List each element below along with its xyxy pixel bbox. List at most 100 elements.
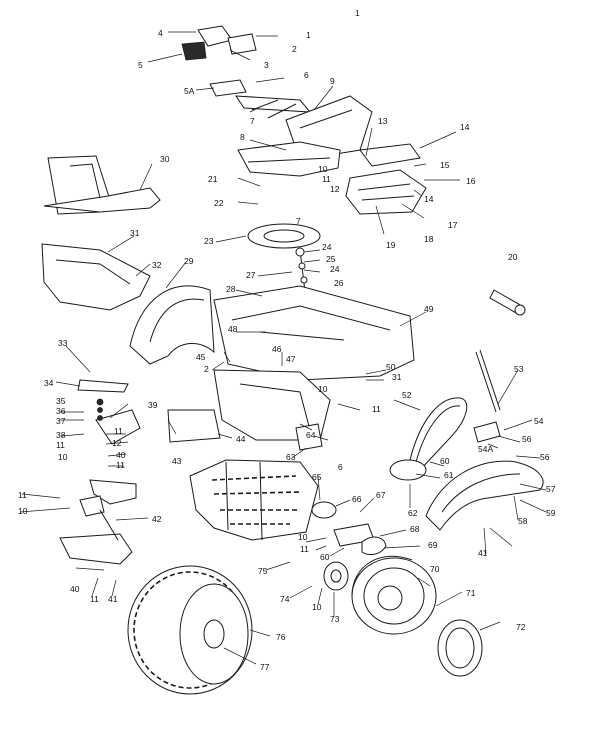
callout-c10d: 10 [318,384,328,394]
callout-c72: 72 [516,622,526,632]
callout-c13: 13 [378,116,388,126]
callout-c64: 64 [306,430,316,440]
callout-c62: 62 [408,508,418,518]
callout-c58: 58 [518,516,528,526]
callout-c46: 46 [272,344,282,354]
callout-c10f: 10 [312,602,322,612]
callout-c32: 32 [152,260,162,270]
page-mark: 1 [355,8,360,18]
callout-c31b: 31 [392,372,402,382]
callout-c11c: 11 [56,440,65,450]
callout-c16: 16 [466,176,476,186]
callout-c39: 39 [148,400,158,410]
callout-c29: 29 [184,256,194,266]
callout-c24b: 24 [330,264,340,274]
callout-c52: 52 [402,390,412,400]
pulley-shaft [489,289,526,316]
callout-c4: 4 [158,28,163,38]
callout-c48: 48 [228,324,238,334]
left-fender [129,285,215,365]
seat-pan [41,243,151,311]
callout-c11b: 11 [114,426,123,436]
callout-c26: 26 [334,278,344,288]
callout-c38: 38 [56,430,66,440]
callout-c31a: 31 [130,228,140,238]
callout-c65: 65 [312,472,322,482]
callout-c5a: 5A [184,86,195,96]
callout-c11d: 11 [116,460,125,470]
engine [189,459,319,541]
callout-c21: 21 [208,174,218,184]
callout-c11a: 11 [322,174,331,184]
callout-labels: 123455A677891011121314141516171819202122… [18,28,556,672]
callout-c10e: 10 [298,532,308,542]
callout-c35: 35 [56,396,66,406]
callout-c61: 61 [444,470,454,480]
wheel-rim [351,555,437,635]
callout-c70: 70 [430,564,440,574]
callout-c68: 68 [410,524,420,534]
callout-c57: 57 [546,484,556,494]
callout-c27: 27 [246,270,256,280]
callout-c67: 67 [376,490,386,500]
callout-c15: 15 [440,160,450,170]
grille-assembly [345,143,427,215]
callout-c69: 69 [428,540,438,550]
callout-c7a: 7 [250,116,255,126]
callout-c53: 53 [514,364,524,374]
seat [43,155,161,215]
shift-rod [475,349,501,413]
callout-c23: 23 [204,236,214,246]
callout-c36: 36 [56,406,66,416]
callout-c6b: 6 [338,462,343,472]
callout-c20: 20 [508,252,518,262]
callout-c14b: 14 [424,194,434,204]
callout-c30: 30 [160,154,170,164]
callout-c14a: 14 [460,122,470,132]
hood [237,141,341,177]
transaxle [167,369,331,443]
leader-lines [19,31,547,665]
callout-c37: 37 [56,416,66,426]
callout-c10b: 10 [58,452,68,462]
bracket-54 [473,421,501,443]
callout-c34: 34 [44,378,54,388]
callout-c40a: 40 [116,450,126,460]
callout-c25: 25 [326,254,336,264]
callout-c17: 17 [448,220,458,230]
callout-c7b: 7 [296,216,301,226]
callout-c6: 6 [304,70,309,80]
callout-c12a: 12 [330,184,340,194]
callout-c71: 71 [466,588,476,598]
callout-c73: 73 [330,614,340,624]
callout-c2b: 2 [204,364,209,374]
callout-c33: 33 [58,338,68,348]
callout-c12b: 12 [112,438,122,448]
ignition-parts [181,25,312,119]
callout-c22: 22 [214,198,224,208]
callout-c47: 47 [286,354,296,364]
callout-c74: 74 [280,594,290,604]
callout-c45: 45 [196,352,206,362]
callout-c54a: 54A [478,444,493,454]
callout-c44: 44 [236,434,246,444]
tire [127,565,253,695]
callout-c76: 76 [276,632,286,642]
callout-c49: 49 [424,304,434,314]
callout-c11h: 11 [300,544,309,554]
callout-c10c: 10 [18,506,28,516]
steering-column [247,223,321,301]
callout-c5: 5 [138,60,143,70]
callout-c19: 19 [386,240,396,250]
callout-c28: 28 [226,284,236,294]
axle-parts [295,423,387,555]
callout-c11f: 11 [90,594,99,604]
callout-c50: 50 [386,362,396,372]
callout-c60a: 60 [440,456,450,466]
callout-c8: 8 [240,132,245,142]
hubcap [437,619,483,677]
callout-c66: 66 [352,494,362,504]
callout-c54: 54 [534,416,544,426]
drive-belt [389,397,468,481]
